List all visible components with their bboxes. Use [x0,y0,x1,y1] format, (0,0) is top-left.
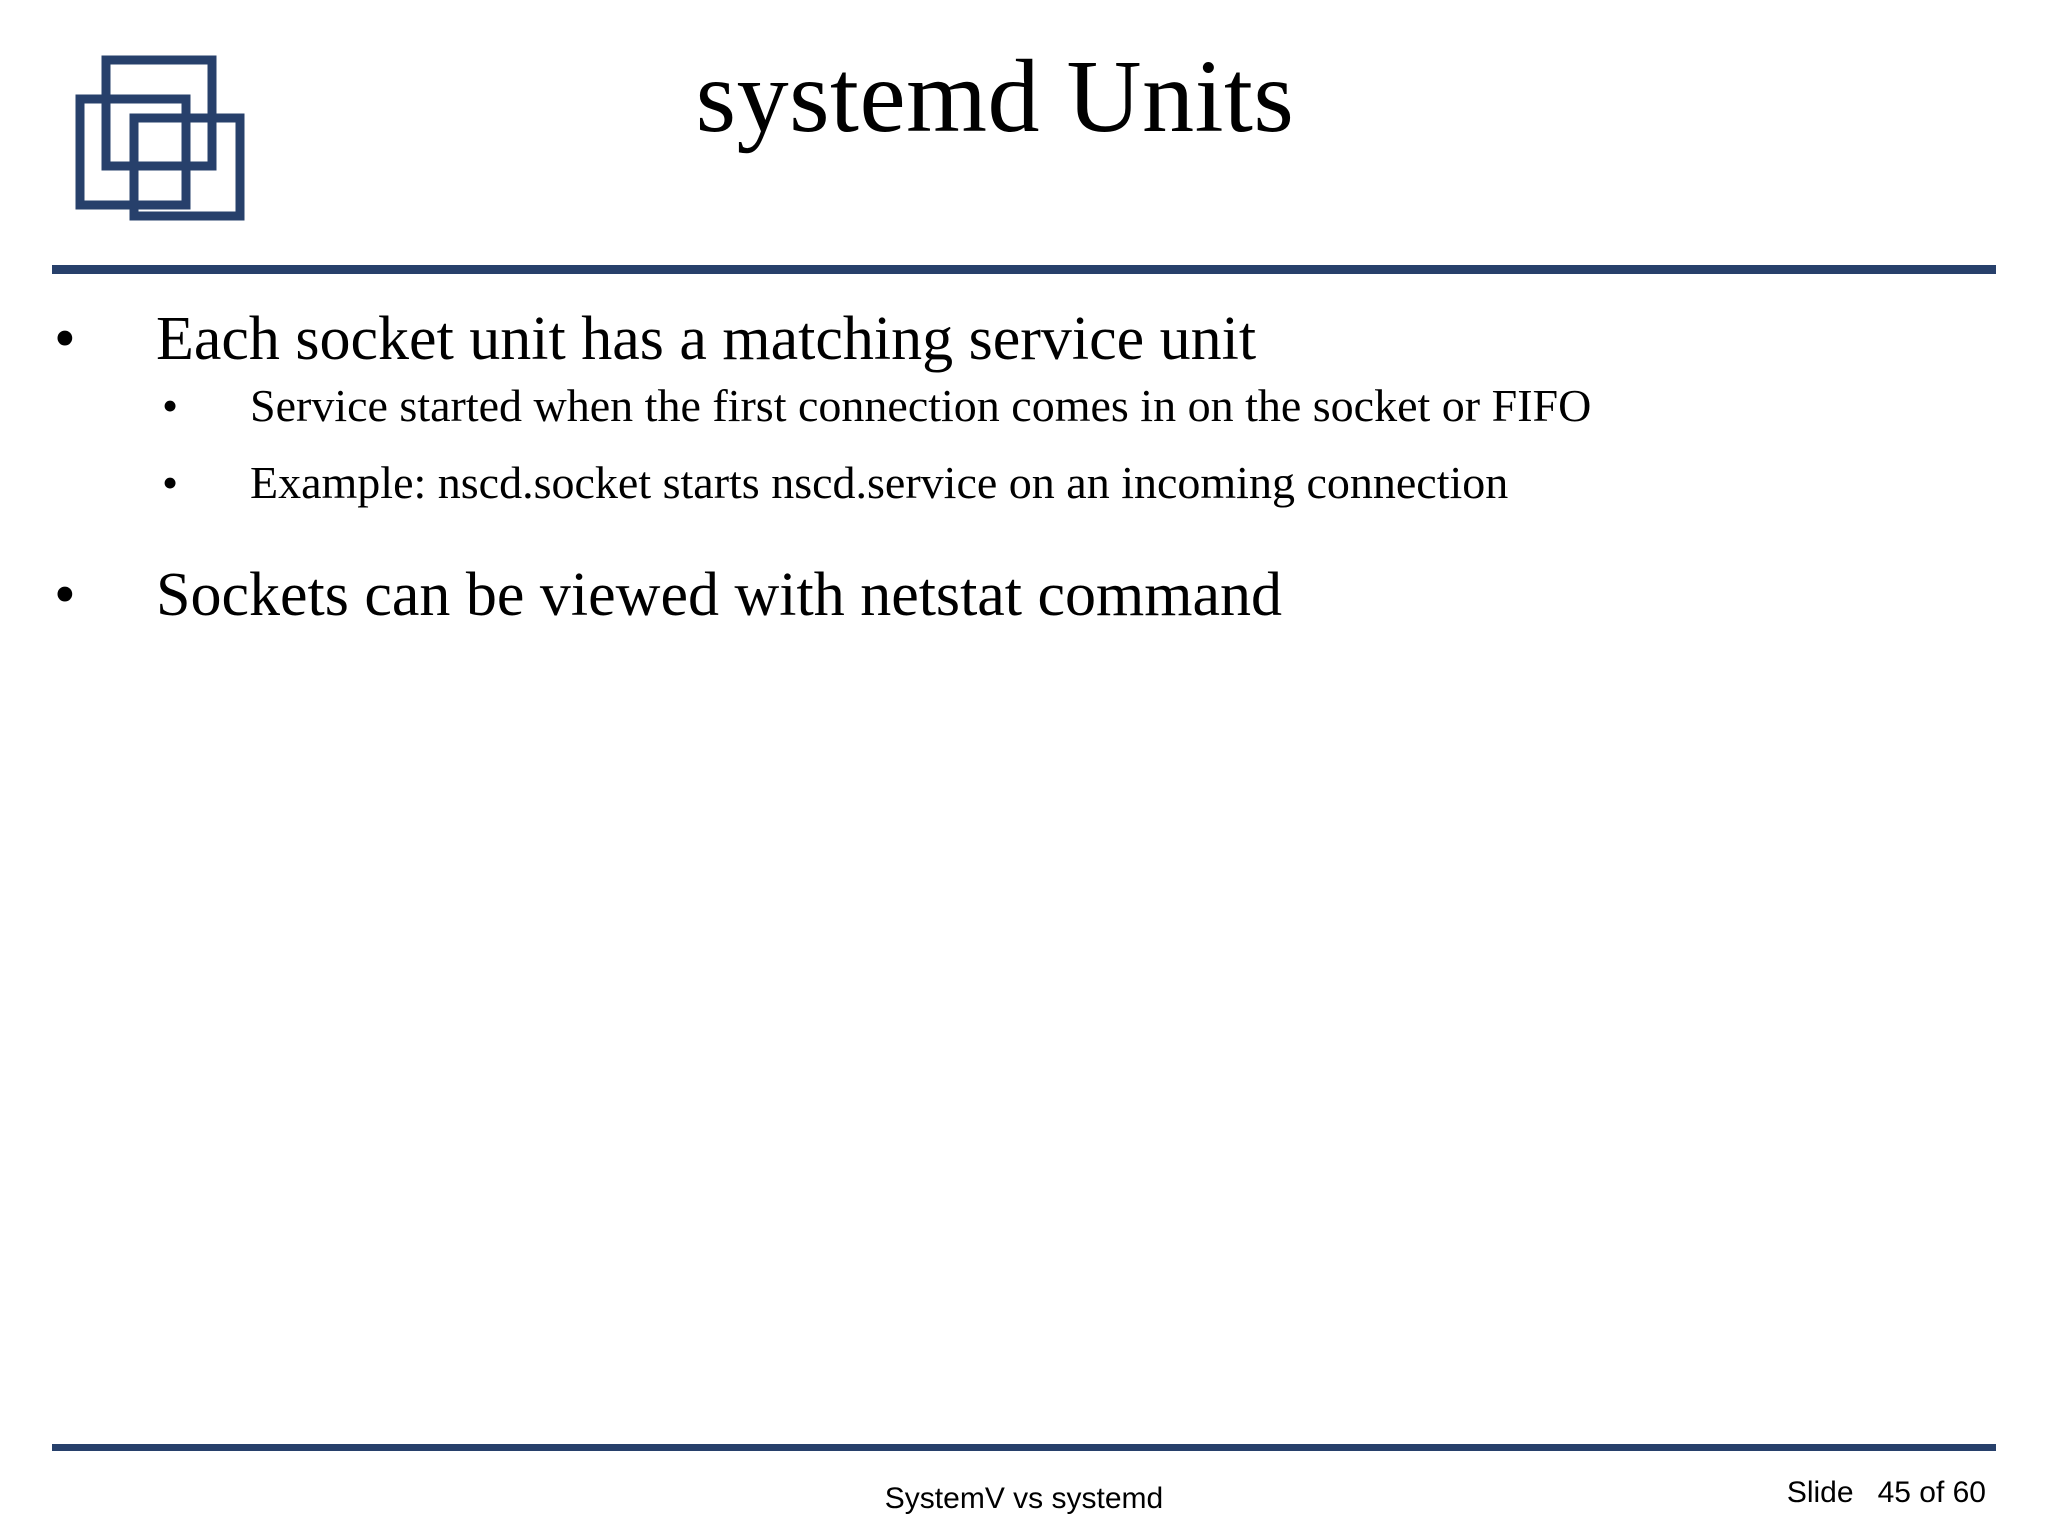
title-divider [52,265,1996,274]
bullet-marker: • [162,456,179,508]
bullet-spacer [0,531,2048,561]
bullet-item-level2: • Service started when the first connect… [0,378,2048,434]
bullet-text: Service started when the first connectio… [250,380,1592,432]
bullet-text: Each socket unit has a matching service … [156,305,1257,373]
footer-divider [52,1444,1996,1451]
bullet-text: Example: nscd.socket starts nscd.service… [250,456,1509,508]
slide-number-label: Slide [1786,1476,1854,1509]
slide-body: • Each socket unit has a matching servic… [0,305,2048,634]
bullet-marker: • [54,560,76,629]
slide-number: Slide 45 of 60 [1787,1476,1986,1510]
three-overlapping-squares-icon [75,55,245,221]
page-title: systemd Units [695,39,1295,154]
slide-number-value: 45 of 60 [1877,1476,1986,1509]
bullet-item-level1: • Sockets can be viewed with netstat com… [0,561,2048,630]
bullet-marker: • [162,380,179,432]
bullet-item-level2: • Example: nscd.socket starts nscd.servi… [0,455,2048,511]
logo [44,38,274,228]
footer: SystemV vs systemd Slide 45 of 60 [0,1468,2048,1536]
bullet-text: Sockets can be viewed with netstat comma… [156,560,1283,629]
bullet-item-level1: • Each socket unit has a matching servic… [0,305,2048,374]
footer-deck-title: SystemV vs systemd [884,1482,1164,1515]
bullet-marker: • [54,305,76,373]
